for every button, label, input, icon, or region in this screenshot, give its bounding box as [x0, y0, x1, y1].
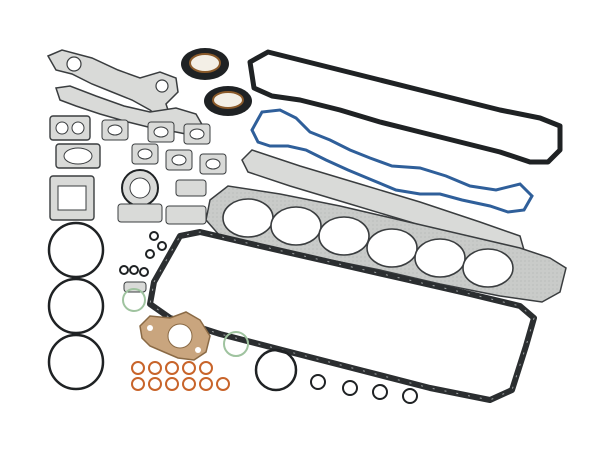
intake-manifold-gasket	[250, 108, 534, 214]
oil-pan-gasket	[147, 229, 537, 403]
bottom-o-rings	[254, 348, 418, 404]
front-crank-seal	[181, 48, 229, 80]
small-o-rings	[119, 231, 249, 357]
exhaust-port-gaskets	[101, 119, 227, 175]
water-pump-gasket	[139, 311, 211, 361]
rear-crank-seal	[204, 86, 252, 116]
large-o-rings	[47, 221, 105, 391]
orange-o-rings	[131, 361, 230, 391]
cylinder-head-gasket	[205, 185, 567, 303]
timing-cover-gasket-upper	[46, 49, 179, 121]
flange-gasket	[117, 169, 207, 225]
turbo-gasket-set	[49, 115, 101, 221]
valve-cover-gasket	[247, 49, 563, 165]
